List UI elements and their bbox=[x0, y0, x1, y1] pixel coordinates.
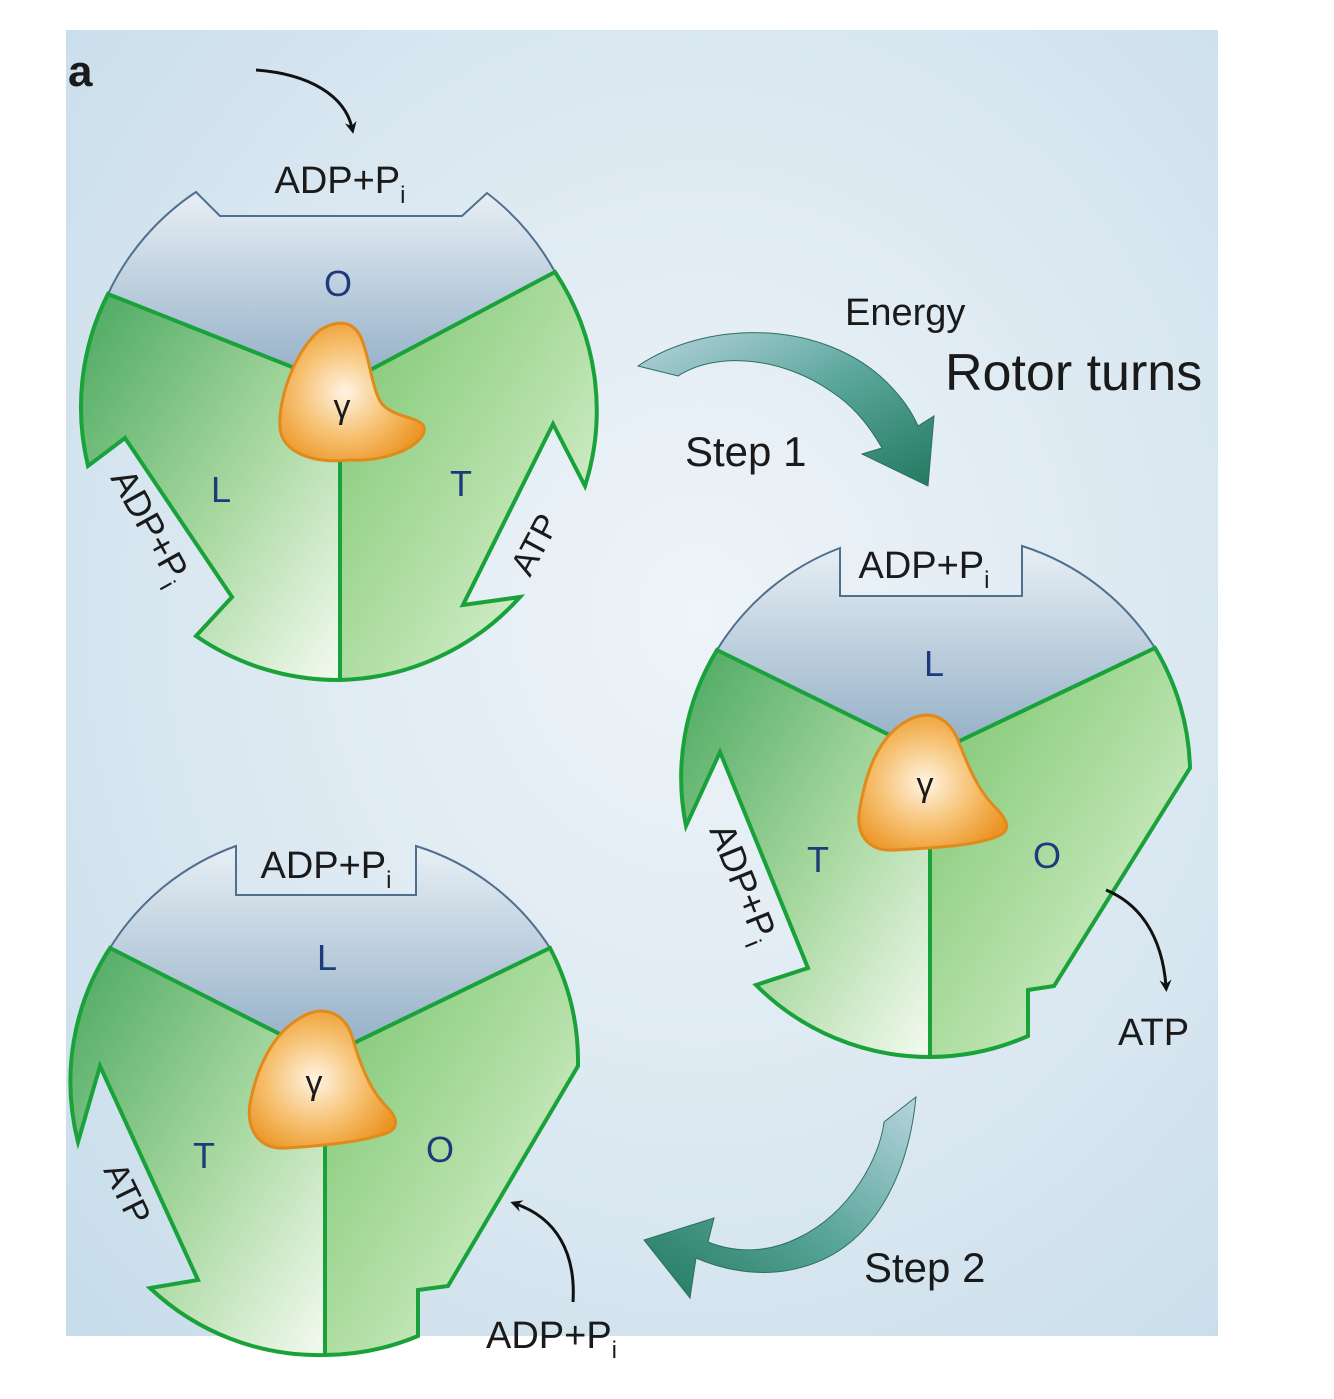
atp-release-arrow bbox=[1105, 888, 1172, 992]
green-subunit-left-bottom-left bbox=[68, 945, 327, 1358]
gamma-subunit-top-left bbox=[278, 321, 426, 463]
site-label-right-blue: L bbox=[924, 643, 944, 684]
rotor-turns-label: Rotor turns bbox=[945, 344, 1202, 402]
adp-pi-label-top: ADP+Pi bbox=[274, 160, 405, 209]
site-label-bottom-left-left: T bbox=[193, 1135, 215, 1176]
site-label-top-left-blue: O bbox=[324, 263, 352, 304]
adp-pi-label-bottom-left: ADP+Pi bbox=[260, 845, 391, 894]
complex-right: γ L T O ADP+Pi ADP+Pi bbox=[679, 544, 1193, 1060]
adp-pi-label-bottom: ADP+Pi bbox=[486, 1315, 617, 1364]
panel-label: a bbox=[68, 47, 93, 96]
site-label-bottom-left-right: O bbox=[426, 1129, 454, 1170]
step1-label: Step 1 bbox=[685, 428, 806, 475]
blue-subunit-bottom-left bbox=[108, 844, 552, 1059]
gamma-label-top-left: γ bbox=[334, 388, 351, 426]
green-subunit-right-top-left bbox=[338, 269, 599, 683]
gamma-label-right: γ bbox=[917, 766, 934, 804]
gamma-label-bottom-left: γ bbox=[306, 1064, 323, 1102]
adp-binding-arrow bbox=[510, 1200, 575, 1303]
green-subunit-right-right bbox=[928, 645, 1193, 1060]
adp-pi-label-right: ADP+Pi bbox=[858, 545, 989, 594]
step2-label: Step 2 bbox=[864, 1244, 985, 1291]
step2-arrow bbox=[643, 1095, 917, 1300]
green-subunit-right-bottom-left bbox=[323, 945, 581, 1358]
gamma-subunit-right bbox=[857, 713, 1009, 852]
gamma-subunit-bottom-left bbox=[247, 1009, 397, 1150]
site-label-right-left: T bbox=[807, 839, 829, 880]
site-label-top-left-right: T bbox=[450, 463, 472, 504]
complex-top-left: γ O L T ADP+Pi ADP+Pi ATP bbox=[78, 160, 599, 683]
green-subunit-left-top-left bbox=[78, 291, 342, 683]
site-label-top-left-left: L bbox=[211, 469, 231, 510]
complex-bottom-left: γ L T O ADP+Pi ATP bbox=[68, 844, 581, 1358]
step1-arrow bbox=[636, 332, 935, 487]
site-label-right-right: O bbox=[1033, 835, 1061, 876]
atp-release-label: ATP bbox=[1118, 1012, 1189, 1054]
energy-label: Energy bbox=[845, 292, 965, 334]
atp-label-top-left-side: ATP bbox=[504, 508, 567, 582]
site-label-bottom-left-blue: L bbox=[317, 937, 337, 978]
green-subunit-left-right bbox=[679, 647, 932, 1060]
small-arrow-top bbox=[255, 68, 357, 134]
